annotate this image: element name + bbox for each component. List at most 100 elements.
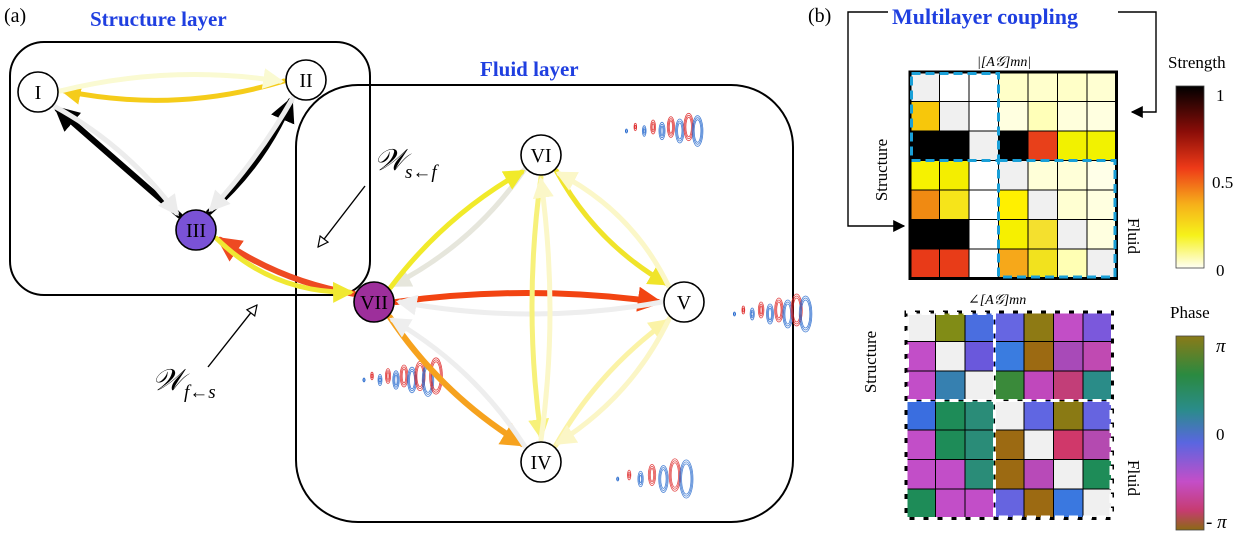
matrix-cell — [1053, 459, 1084, 490]
vortex-contour — [750, 311, 754, 317]
phase-tick-pi: π — [1216, 336, 1226, 357]
phase-colorbar-title: Phase — [1170, 303, 1210, 322]
vortex-contour — [692, 117, 703, 145]
structure-block-outline — [910, 72, 1000, 162]
matrix-cell — [1023, 459, 1054, 490]
edge-vii-to-iii — [215, 236, 357, 297]
matrix-cell — [1053, 488, 1084, 519]
vortex-contour — [627, 469, 632, 481]
vortex-contour — [659, 123, 665, 139]
matrix-cell — [909, 101, 940, 132]
matrix-cell — [1027, 248, 1058, 279]
vortex-contour — [783, 301, 793, 327]
vortex-contour — [680, 461, 693, 497]
edge-vi-to-v — [553, 168, 670, 286]
matrix-cell — [1053, 311, 1084, 342]
matrix-cell — [964, 341, 995, 372]
matrix-cell — [1082, 459, 1113, 490]
phase-matrix-title: ∠[A𝒢]mn — [968, 293, 1026, 308]
vortex-contour — [766, 303, 774, 325]
edge-iii-to-i — [53, 105, 183, 219]
node-iv: IV — [520, 441, 562, 483]
matrix-cell — [964, 459, 995, 490]
strength-tick-0: 0 — [1216, 261, 1225, 280]
vortex-contour — [429, 357, 443, 395]
node-label: IV — [530, 452, 552, 474]
edge-vii-to-vi — [388, 169, 526, 290]
matrix-cell — [998, 101, 1029, 132]
matrix-cell — [905, 459, 936, 490]
vortex-contour — [784, 303, 792, 325]
matrix-cell — [939, 130, 970, 161]
node-circle — [520, 441, 562, 483]
matrix-cell — [1082, 341, 1113, 372]
strength-structure-label: Structure — [872, 139, 891, 201]
matrix-cell — [968, 130, 999, 161]
edge-iii-to-vii — [213, 235, 355, 303]
vortex-contour — [670, 462, 679, 488]
vortex-contour — [408, 368, 416, 392]
matrix-cell — [994, 488, 1025, 519]
vortex-contour — [658, 465, 669, 493]
strength-matrix-title: |[A𝒢]mn| — [977, 55, 1031, 70]
vortex-contour — [627, 473, 631, 477]
matrix-cell — [1086, 130, 1117, 161]
matrix-cell — [1086, 71, 1117, 102]
vortex-contour — [616, 477, 620, 481]
vortex-contour — [633, 125, 637, 129]
edge-vi-to-vii — [389, 167, 527, 288]
vortex-contour — [401, 368, 407, 384]
vortex-contour — [648, 466, 656, 484]
matrix-cell — [939, 101, 970, 132]
vortex-contour — [749, 307, 755, 321]
matrix-cell — [994, 400, 1025, 431]
matrix-cell — [935, 341, 966, 372]
matrix-cell — [964, 429, 995, 460]
matrix-cell — [1057, 130, 1088, 161]
matrix-cell — [1057, 189, 1088, 220]
vortex-contour — [647, 464, 657, 486]
matrix-cell — [1027, 130, 1058, 161]
strength-tick-1: 1 — [1216, 86, 1225, 105]
vortex-contour — [790, 293, 803, 327]
network-edges — [52, 68, 672, 450]
structure-to-fluid-bracket-arrow — [847, 11, 906, 232]
matrix-cell — [964, 311, 995, 342]
matrix-cell — [994, 311, 1025, 342]
vortex-contour — [693, 119, 702, 143]
svg-text:s←f: s←f — [405, 162, 439, 183]
node-ii: II — [285, 59, 327, 101]
matrix-cell — [909, 160, 940, 191]
matrix-cell — [935, 370, 966, 401]
strength-colorbar-title: Strength — [1168, 53, 1226, 72]
node-circle — [353, 281, 395, 323]
matrix-cell — [1023, 370, 1054, 401]
matrix-cell — [935, 429, 966, 460]
vortex-contour — [757, 301, 765, 319]
vortex-contour — [641, 125, 647, 137]
matrix-cell — [1086, 248, 1117, 279]
matrix-cell — [998, 130, 1029, 161]
matrix-cell — [1057, 248, 1088, 279]
flow-snapshot-iv — [616, 458, 694, 499]
matrix-cell — [1053, 341, 1084, 372]
vortex-contour — [677, 122, 683, 140]
matrix-cell — [1027, 160, 1058, 191]
matrix-cell — [909, 130, 940, 161]
matrix-cell — [1082, 400, 1113, 431]
vortex-contour — [776, 301, 782, 319]
matrix-cell — [939, 160, 970, 191]
vortex-contour — [691, 115, 704, 147]
vortex-contour — [400, 366, 408, 386]
matrix-cell — [905, 429, 936, 460]
vortex-contour — [625, 129, 628, 133]
vortex-contour — [669, 460, 680, 490]
matrix-outer-dashed — [904, 310, 1114, 520]
vortex-contour — [651, 123, 655, 131]
w-sf-pointer-arrow — [318, 185, 366, 247]
matrix-cell — [994, 370, 1025, 401]
w-f-from-s-label: 𝒲 f←s — [152, 364, 216, 403]
edge-iv-to-vi — [532, 176, 554, 443]
matrix-cell — [1023, 488, 1054, 519]
vortex-contour — [386, 370, 390, 382]
